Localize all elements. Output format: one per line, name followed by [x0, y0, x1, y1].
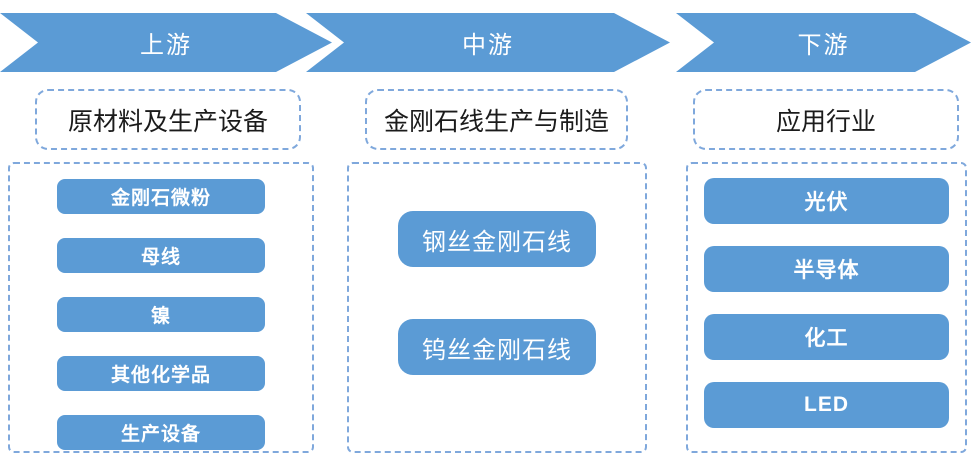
downstream-title: 应用行业: [775, 107, 876, 136]
chevron-arrow-midstream: 中游: [306, 13, 670, 72]
upstream-title: 原材料及生产设备: [67, 107, 268, 136]
item-semiconductor: 半导体: [704, 246, 949, 292]
item-led: LED: [704, 382, 949, 428]
item-label: 其他化学品: [110, 365, 211, 386]
item-label: 钢丝金刚石线: [422, 228, 572, 256]
item-chemical-industry: 化工: [704, 314, 949, 360]
chevron-arrow-upstream: 上游: [0, 13, 332, 72]
midstream-arrow-label: 中游: [462, 32, 514, 59]
downstream-items-container: 光伏 半导体 化工 LED: [686, 162, 967, 453]
item-bus-wire: 母线: [57, 238, 265, 273]
downstream-title-box: 应用行业: [693, 89, 959, 150]
item-label: 钨丝金刚石线: [422, 336, 572, 364]
item-label: LED: [804, 393, 849, 416]
item-other-chemicals: 其他化学品: [57, 356, 265, 391]
item-steel-wire-diamond-wire: 钢丝金刚石线: [398, 211, 596, 267]
upstream-items-container: 金刚石微粉 母线 镍 其他化学品 生产设备: [8, 162, 314, 453]
midstream-items-container: 钢丝金刚石线 钨丝金刚石线: [347, 162, 647, 453]
downstream-arrow-label: 下游: [797, 32, 850, 59]
item-label: 半导体: [793, 259, 860, 282]
item-tungsten-wire-diamond-wire: 钨丝金刚石线: [398, 319, 596, 375]
item-label: 金刚石微粉: [110, 188, 211, 209]
item-nickel: 镍: [57, 297, 265, 332]
item-label: 化工: [804, 327, 849, 350]
item-label: 母线: [140, 247, 181, 268]
item-label: 生产设备: [120, 424, 201, 445]
item-diamond-micropowder: 金刚石微粉: [57, 179, 265, 214]
chevron-arrow-downstream: 下游: [676, 13, 971, 72]
upstream-title-box: 原材料及生产设备: [35, 89, 301, 150]
item-production-equipment: 生产设备: [57, 415, 265, 450]
midstream-title: 金刚石线生产与制造: [383, 107, 609, 136]
item-photovoltaic: 光伏: [704, 178, 949, 224]
item-label: 镍: [150, 306, 171, 327]
midstream-title-box: 金刚石线生产与制造: [365, 89, 628, 150]
item-label: 光伏: [804, 191, 849, 214]
upstream-arrow-label: 上游: [140, 32, 192, 59]
